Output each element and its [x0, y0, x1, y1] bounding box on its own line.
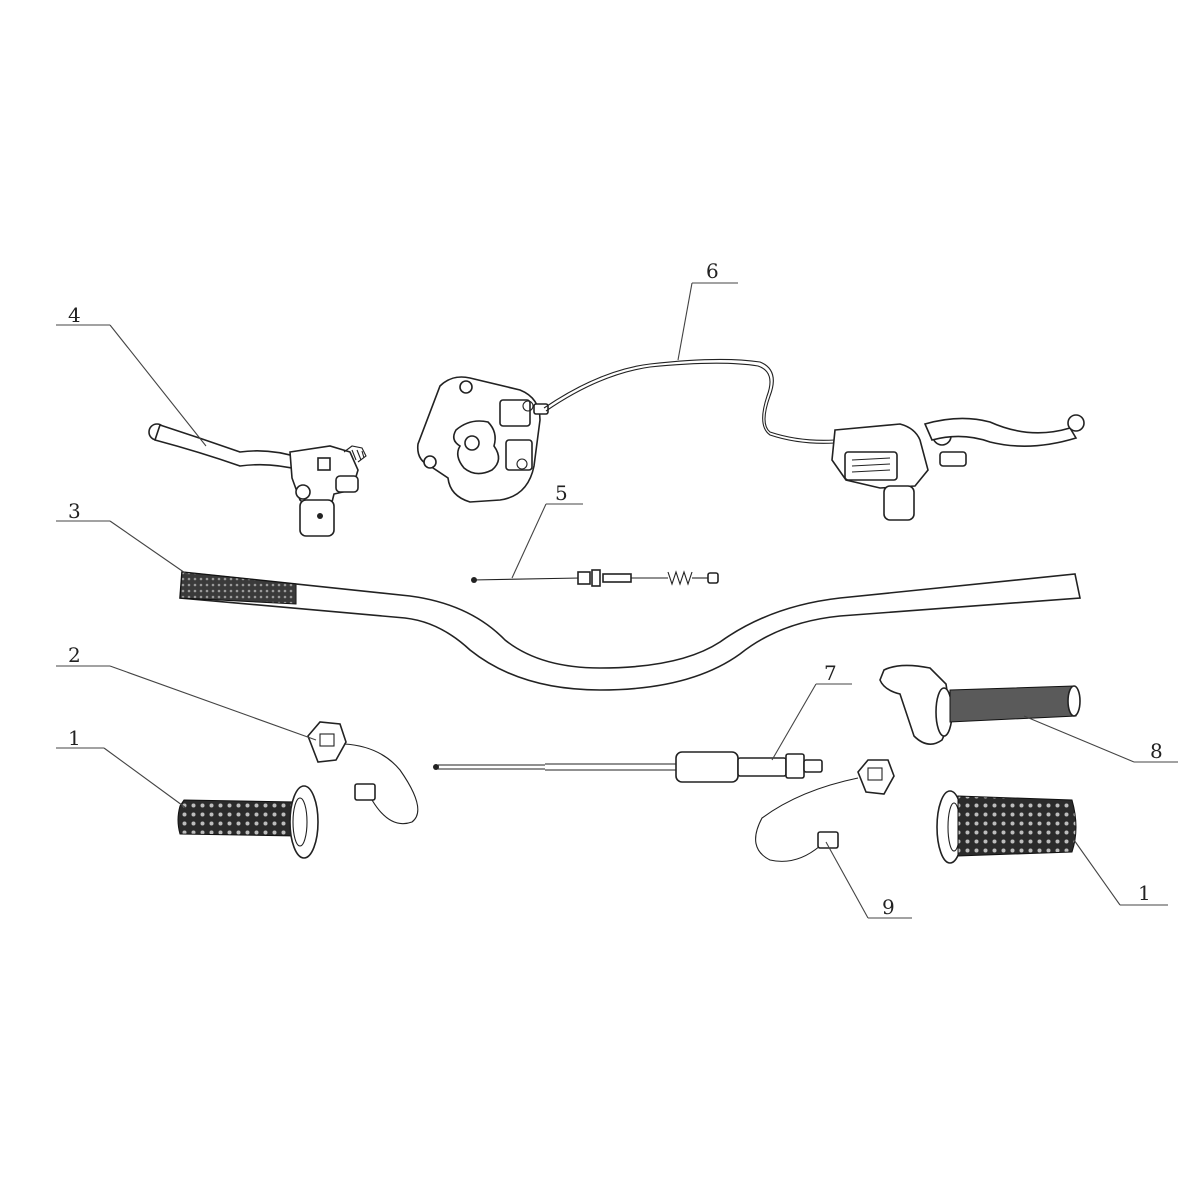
clutch-lever-assembly	[148, 423, 367, 537]
callout-5: 5	[555, 481, 568, 505]
left-switch	[307, 721, 419, 825]
callout-1-left: 1	[68, 726, 81, 750]
front-brake-assembly	[416, 358, 1085, 521]
handlebar-knurled-section	[179, 571, 297, 605]
callout-4: 4	[68, 303, 81, 327]
right-grip	[936, 790, 1077, 864]
throttle-cable	[433, 751, 823, 783]
callout-7: 7	[824, 661, 837, 685]
right-switch	[755, 759, 895, 862]
callout-6: 6	[706, 259, 719, 283]
clutch-cable	[471, 569, 719, 587]
throttle-grip	[879, 664, 1081, 745]
callout-2: 2	[68, 643, 81, 667]
callout-8: 8	[1150, 739, 1163, 763]
left-grip	[177, 785, 319, 859]
handlebar	[179, 571, 1081, 691]
brake-hose	[543, 358, 836, 441]
callout-3: 3	[68, 499, 81, 523]
callout-9: 9	[882, 895, 895, 919]
callout-1-right: 1	[1138, 881, 1151, 905]
leader-lines	[56, 282, 1178, 919]
